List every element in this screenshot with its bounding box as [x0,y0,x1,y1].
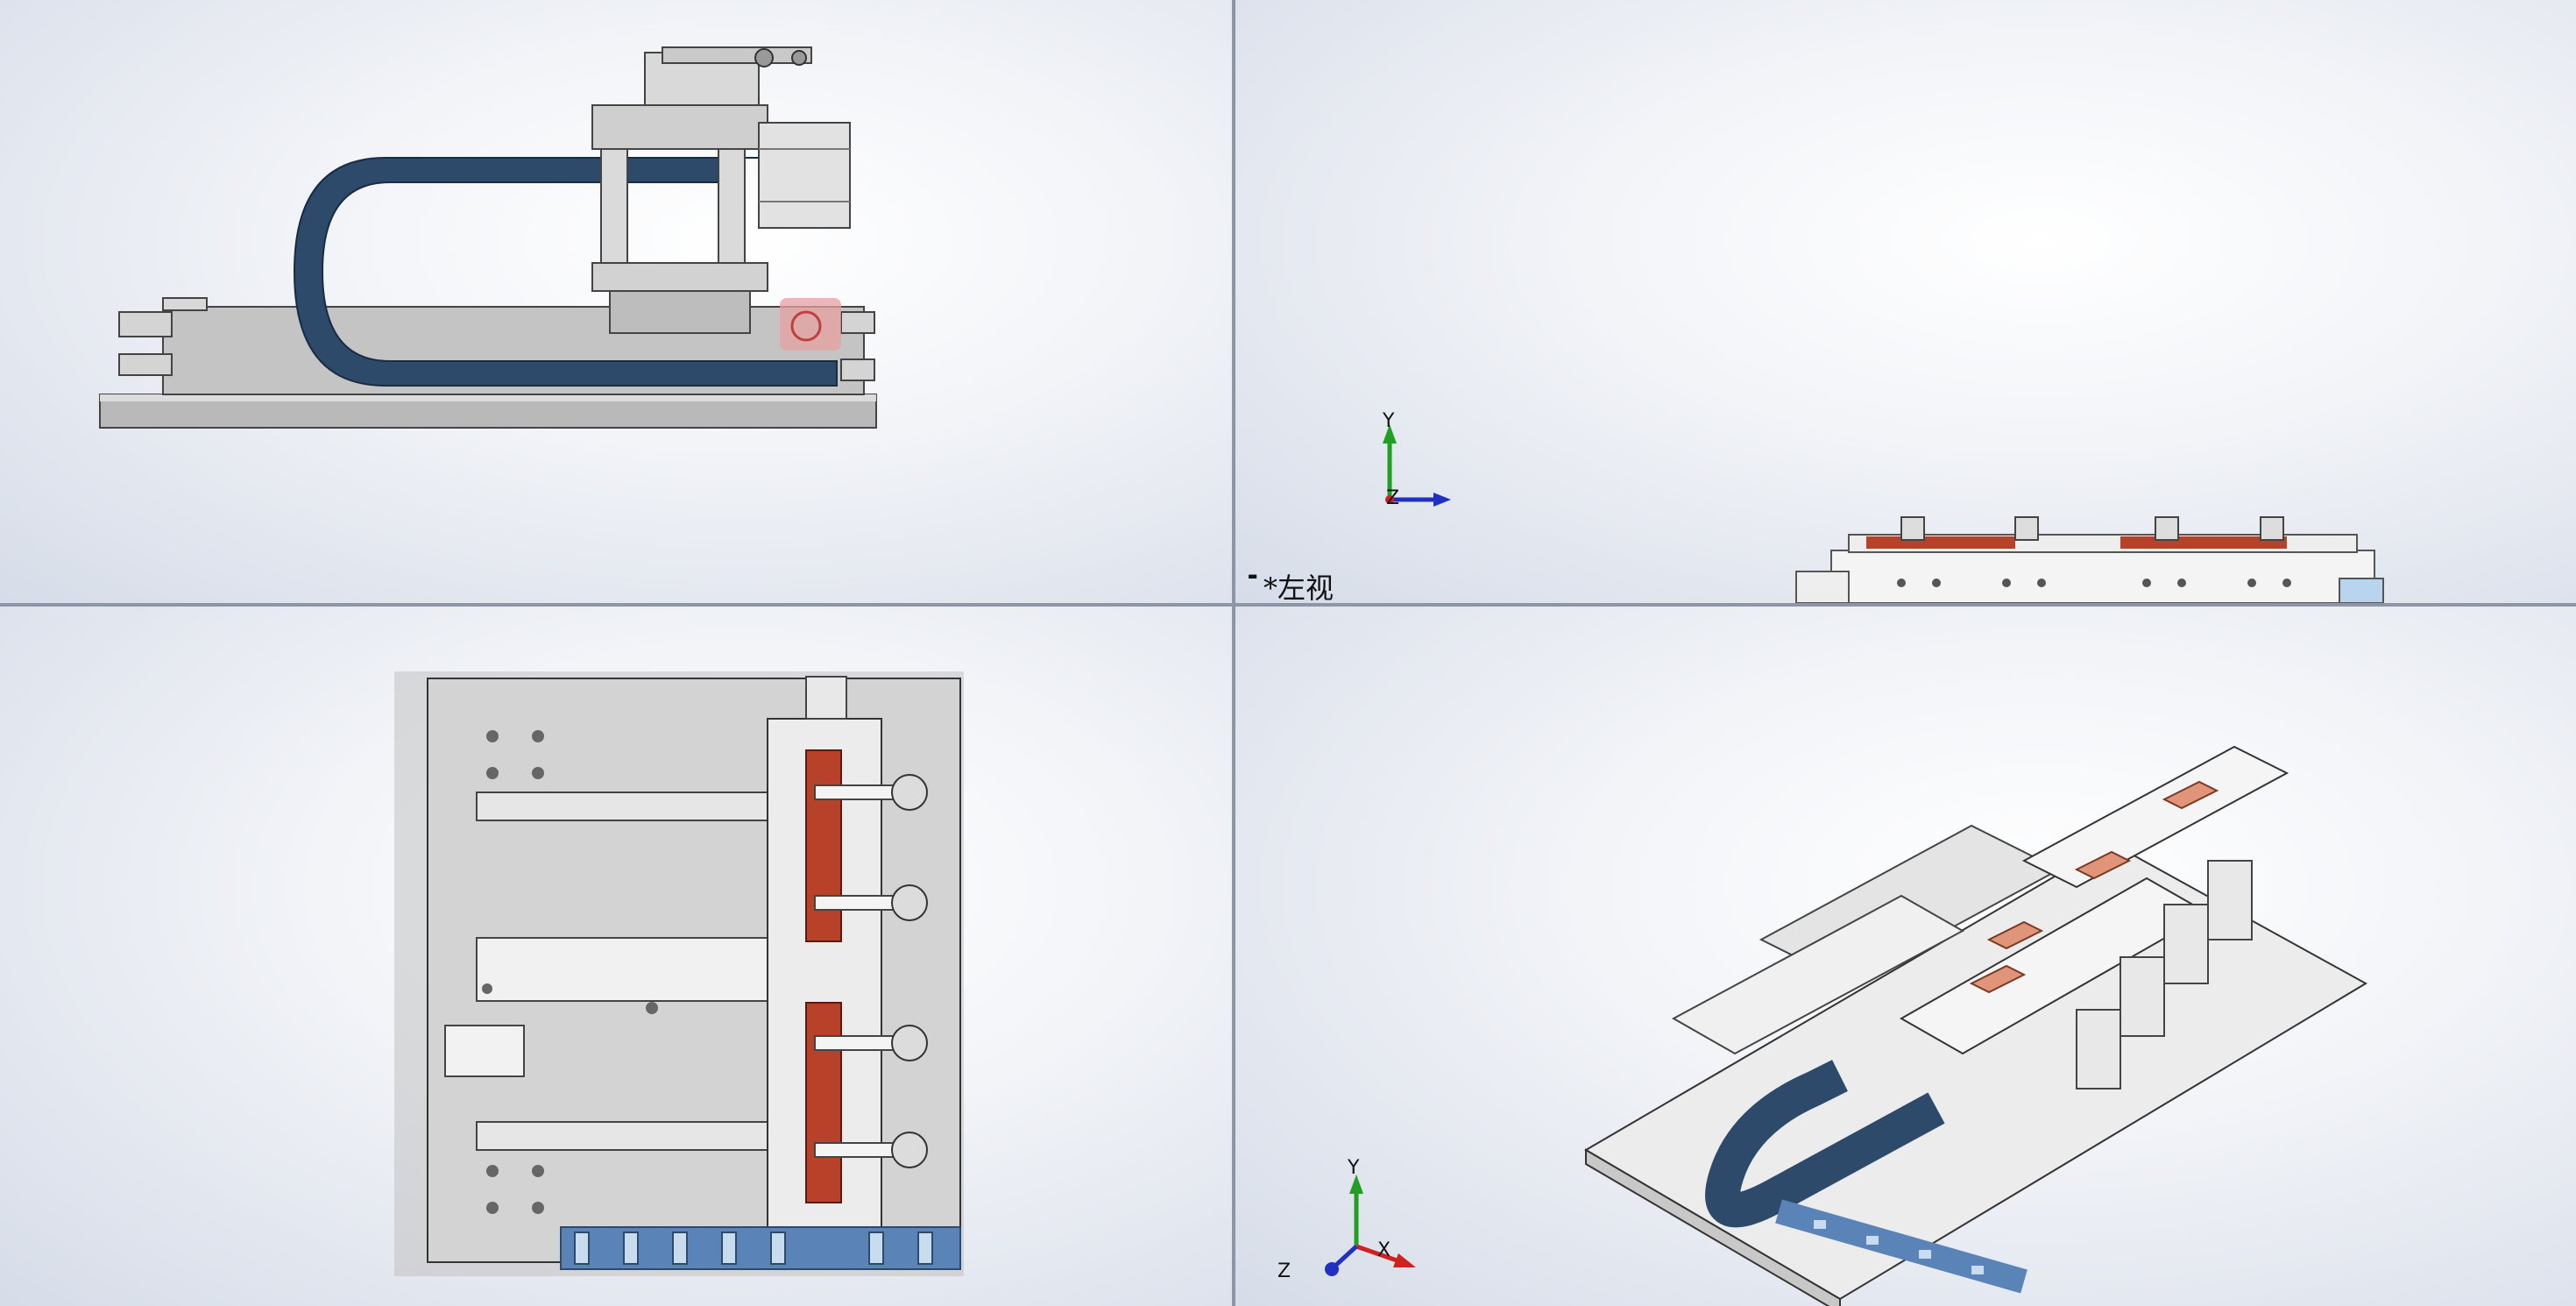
viewport-top[interactable] [0,607,1232,1306]
triad-axis-icon [1325,1175,1416,1276]
left-view-model [1795,516,2384,603]
viewport-iso[interactable]: Y X Z [1235,607,2576,1306]
viewport-front[interactable] [0,0,1232,603]
iso-view-model [1584,745,2368,1306]
viewport-left[interactable]: Y Z ▬ *左视 [1235,0,2576,603]
view-name-label: *左视 [1263,571,1334,603]
triad-axis-icon [1383,424,1451,507]
triad-z-label: Z [1277,1260,1292,1282]
view-indicator-icon: ▬ [1248,570,1258,582]
triad-x-label: X [1377,1239,1391,1261]
front-view-model [99,46,877,429]
triad-y-label: Y [1383,410,1395,432]
triad-z-label: Z [1386,487,1400,509]
triad-y-label: Y [1348,1157,1360,1179]
viewport-horizontal-divider[interactable] [0,603,2576,607]
top-view-model [394,671,964,1276]
viewport-vertical-divider[interactable] [1232,0,1235,1306]
